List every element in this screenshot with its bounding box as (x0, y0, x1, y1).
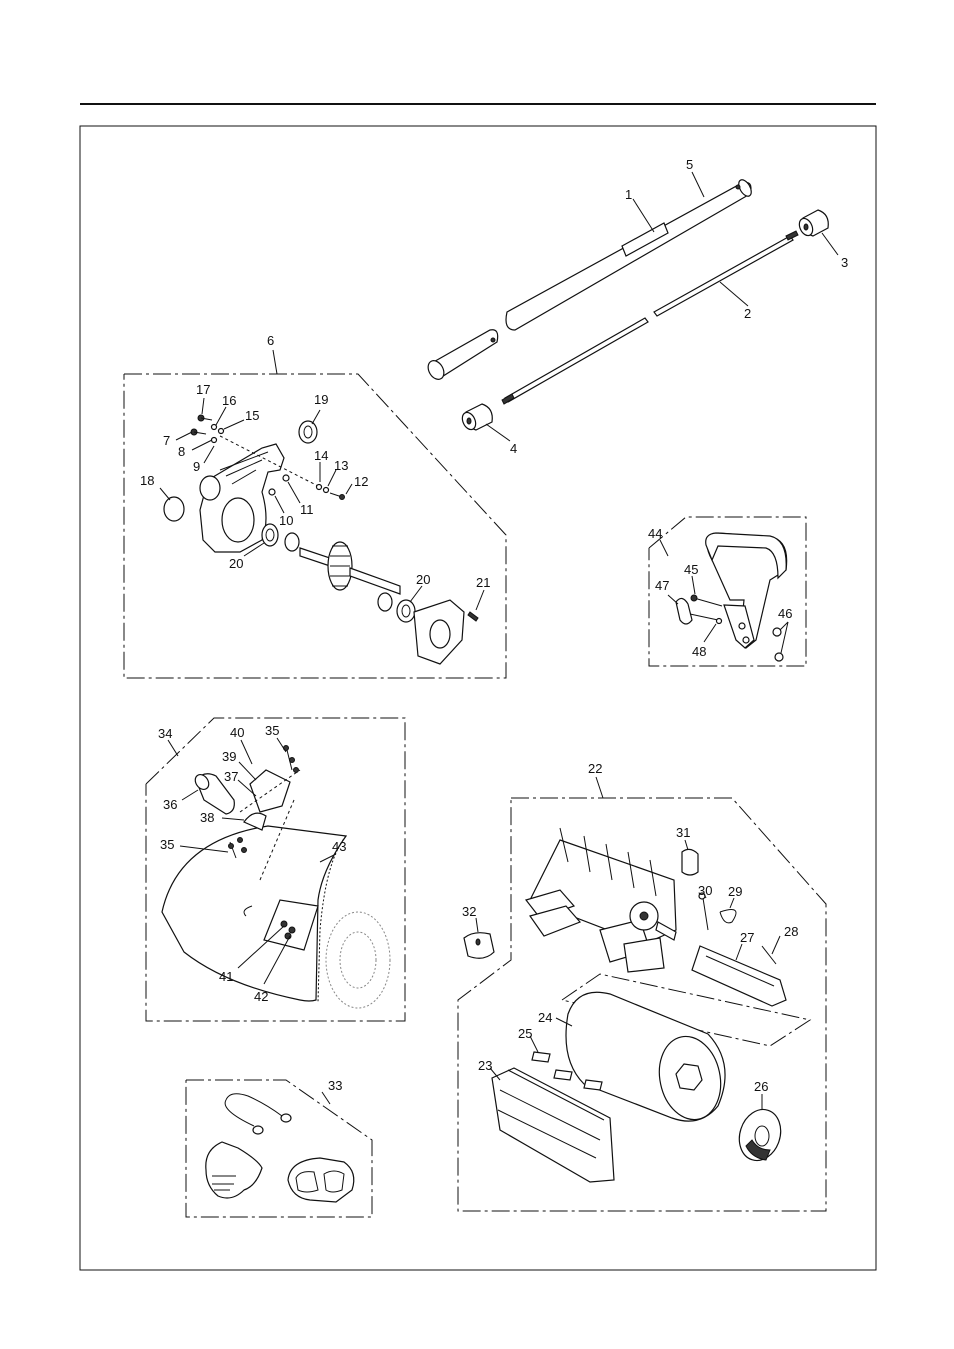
callout-38: 38 (200, 810, 214, 825)
callout-47: 47 (655, 578, 669, 593)
callout-32: 32 (462, 904, 476, 919)
callout-2: 2 (744, 306, 751, 321)
callout-30: 30 (698, 883, 712, 898)
callout-24: 24 (538, 1010, 552, 1025)
callout-26: 26 (754, 1079, 768, 1094)
callout-8: 8 (178, 444, 185, 459)
callout-29: 29 (728, 884, 742, 899)
callout-13: 13 (334, 458, 348, 473)
callout-31: 31 (676, 825, 690, 840)
callout-7: 7 (163, 433, 170, 448)
callout-20-right: 20 (416, 572, 430, 587)
callout-3: 3 (841, 255, 848, 270)
callout-35-bottom: 35 (160, 837, 174, 852)
callout-40: 40 (230, 725, 244, 740)
callout-15: 15 (245, 408, 259, 423)
callout-18: 18 (140, 473, 154, 488)
bar-27 (691, 945, 787, 1007)
ear-plugs (225, 1093, 283, 1117)
cap (163, 496, 185, 522)
safety-kit (205, 1093, 355, 1203)
callout-6: 6 (267, 333, 274, 348)
callout-42: 42 (254, 989, 268, 1004)
callout-43: 43 (332, 839, 346, 854)
group-6-outline (123, 373, 507, 679)
group-33-outline (185, 1079, 373, 1218)
callout-4: 4 (510, 441, 517, 456)
callout-27: 27 (740, 930, 754, 945)
knob (675, 597, 693, 625)
callout-34: 34 (158, 726, 172, 741)
callout-22: 22 (588, 761, 602, 776)
output-shaft (299, 547, 331, 567)
tine-blades (491, 1067, 615, 1183)
callout-17: 17 (196, 382, 210, 397)
handle-parts (667, 532, 789, 662)
callout-37: 37 (224, 769, 238, 784)
callout-12: 12 (354, 474, 368, 489)
callout-23: 23 (478, 1058, 492, 1073)
callout-45: 45 (684, 562, 698, 577)
callout-46: 46 (778, 606, 792, 621)
callout-44: 44 (648, 526, 662, 541)
gear-housing (199, 443, 285, 553)
bearing-20-left (261, 523, 279, 547)
page-frame (79, 125, 877, 1271)
tine-assembly-parts (463, 827, 812, 1183)
warning-label (263, 899, 319, 951)
group-34-outline (145, 717, 406, 1022)
blocks (531, 1051, 551, 1063)
callout-5: 5 (686, 157, 693, 172)
callout-25: 25 (518, 1026, 532, 1041)
callout-41: 41 (219, 969, 233, 984)
callout-14: 14 (314, 448, 328, 463)
callout-21: 21 (476, 575, 490, 590)
callout-9: 9 (193, 459, 200, 474)
callout-20-left: 20 (229, 556, 243, 571)
callout-39: 39 (222, 749, 236, 764)
bearing-19 (298, 420, 318, 444)
group-22-outline (457, 797, 827, 1212)
guard-shield (161, 825, 348, 1002)
callout-36: 36 (163, 797, 177, 812)
callout-48: 48 (692, 644, 706, 659)
callout-16: 16 (222, 393, 236, 408)
gear-case-parts (159, 397, 485, 665)
callout-19: 19 (314, 392, 328, 407)
pin-31 (681, 848, 699, 876)
callout-1: 1 (625, 187, 632, 202)
callout-11: 11 (300, 502, 314, 517)
bearing-20-right (396, 599, 416, 623)
callout-35-top: 35 (265, 723, 279, 738)
drive-shaft (504, 317, 649, 403)
group-44-outline (648, 516, 807, 667)
shaft-assembly (427, 171, 839, 442)
main-pipe (505, 181, 752, 331)
tine-outline (325, 911, 391, 1009)
safety-goggles (287, 1157, 355, 1203)
callout-10: 10 (279, 513, 293, 528)
callout-28: 28 (784, 924, 798, 939)
collar-32 (463, 932, 495, 959)
guard-parts (161, 737, 391, 1009)
callout-33: 33 (328, 1078, 342, 1093)
